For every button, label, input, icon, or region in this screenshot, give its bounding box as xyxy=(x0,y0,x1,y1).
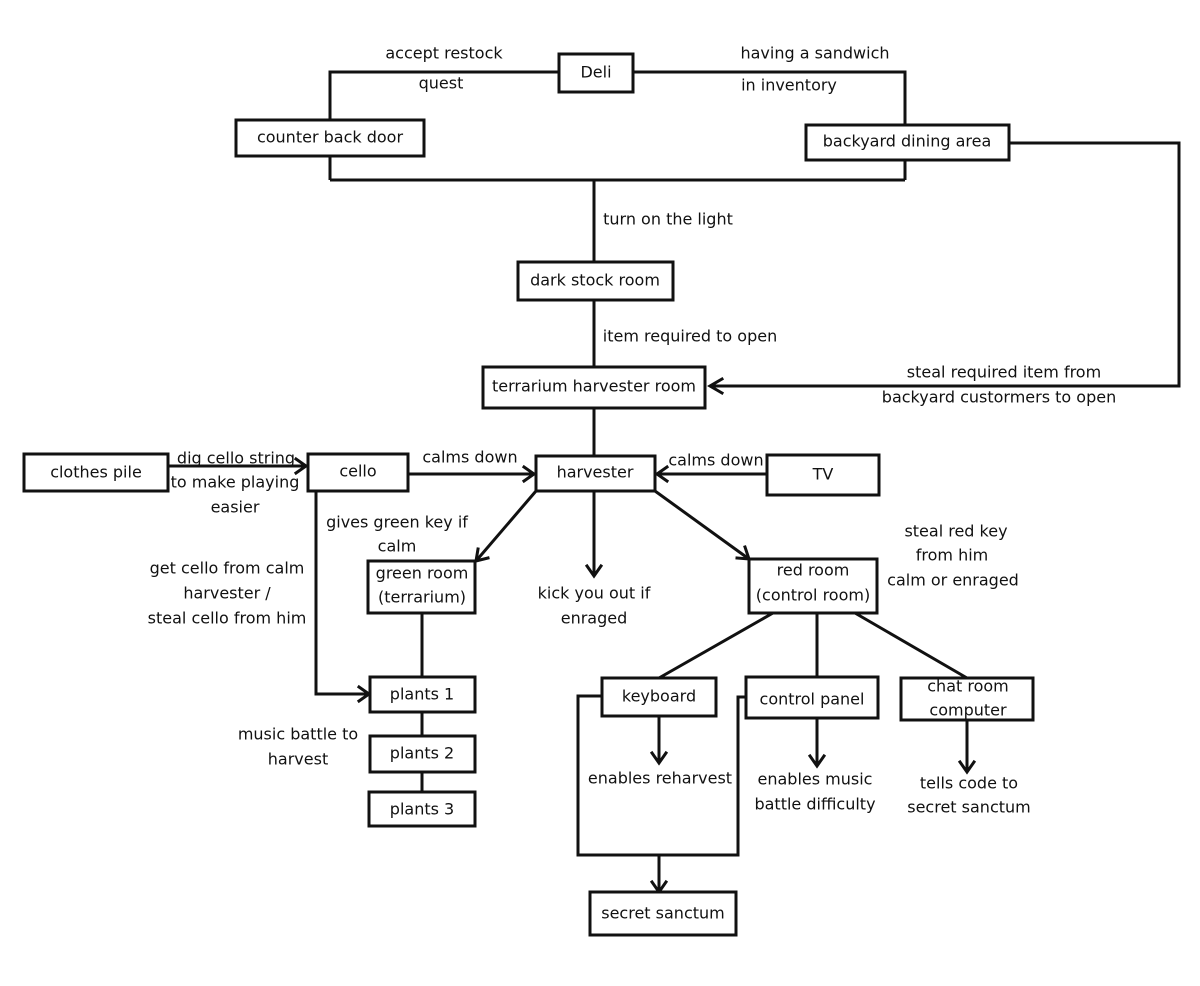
label-gives-green-key-line2: calm xyxy=(378,537,417,556)
edge-backyard-to-terrarium xyxy=(710,141,1181,388)
label-item-required: item required to open xyxy=(603,327,777,346)
node-cello: cello xyxy=(306,452,410,493)
connectors xyxy=(168,70,1181,895)
label-steal-required-line1: steal required item from xyxy=(907,363,1101,382)
node-terrarium-harvester-room: terrarium harvester room xyxy=(481,365,707,410)
node-dark-stock-room: dark stock room xyxy=(516,260,675,302)
arrowhead-keyboard xyxy=(649,750,669,766)
label-enables-music-line1: enables music xyxy=(758,770,873,789)
arrowhead-harvester-right xyxy=(654,464,670,484)
node-tv-label: TV xyxy=(812,465,834,484)
node-plants-2: plants 2 xyxy=(368,734,477,774)
label-enables-reharvest: enables reharvest xyxy=(588,769,732,788)
node-green-room-label-line1: green room xyxy=(376,564,469,583)
node-red-room-label-line1: red room xyxy=(777,561,850,580)
node-backyard-dining-area: backyard dining area xyxy=(804,123,1011,162)
edge-deli-to-backyard xyxy=(633,70,907,125)
label-dig-cello-line2: to make playing xyxy=(171,473,300,492)
node-clothes-pile: clothes pile xyxy=(22,452,170,493)
node-red-room: red room (control room) xyxy=(747,557,879,615)
edge-labels: accept restock quest having a sandwich i… xyxy=(148,44,1117,817)
node-plants-1: plants 1 xyxy=(368,675,477,714)
arrowhead-terrarium-right xyxy=(707,376,725,396)
label-steal-required-line2: backyard custormers to open xyxy=(882,388,1116,407)
node-green-room-label-line2: (terrarium) xyxy=(378,588,466,607)
label-steal-red-key-line2: from him xyxy=(916,546,989,565)
node-chat-room-computer: chat room computer xyxy=(899,676,1035,722)
node-counter-back-door-label: counter back door xyxy=(257,128,403,147)
label-get-cello-line1: get cello from calm xyxy=(150,559,305,578)
label-calms-down-cello: calms down xyxy=(422,448,517,467)
arrowhead-control-panel xyxy=(807,753,827,769)
node-clothes-pile-label: clothes pile xyxy=(50,463,142,482)
node-dark-stock-room-label: dark stock room xyxy=(530,271,660,290)
node-control-panel-label: control panel xyxy=(760,690,865,709)
arrowhead-harvester-left xyxy=(521,464,537,484)
node-keyboard: keyboard xyxy=(600,676,718,718)
label-enables-music-line2: battle difficulty xyxy=(754,795,875,814)
node-terrarium-harvester-room-label: terrarium harvester room xyxy=(492,377,696,396)
edge-red-to-keyboard xyxy=(658,611,774,680)
label-accept-restock-line1: accept restock xyxy=(385,44,503,63)
label-kick-out-line1: kick you out if xyxy=(538,584,651,603)
label-turn-on-light: turn on the light xyxy=(603,210,733,229)
arrowhead-cello-left xyxy=(293,456,309,476)
arrowhead-chat xyxy=(957,759,977,775)
label-dig-cello-line3: easier xyxy=(211,498,260,517)
node-plants-3-label: plants 3 xyxy=(390,800,454,819)
node-red-room-label-line2: (control room) xyxy=(756,586,870,605)
edge-deli-to-counter xyxy=(328,70,559,120)
label-kick-out-line2: enraged xyxy=(561,609,628,628)
node-tv: TV xyxy=(765,453,881,497)
label-steal-red-key-line1: steal red key xyxy=(904,522,1007,541)
edge-harvester-to-green xyxy=(474,490,538,562)
label-calms-down-tv: calms down xyxy=(668,451,763,470)
node-chat-room-computer-label-line2: computer xyxy=(929,701,1007,720)
node-plants-2-label: plants 2 xyxy=(390,744,454,763)
label-music-battle-line1: music battle to xyxy=(238,725,358,744)
label-sandwich-line1: having a sandwich xyxy=(740,44,889,63)
edge-cello-to-plants1 xyxy=(314,491,369,696)
node-secret-sanctum-label: secret sanctum xyxy=(601,904,724,923)
nodes: Deli counter back door backyard dining a… xyxy=(22,52,1035,937)
node-secret-sanctum: secret sanctum xyxy=(588,890,738,937)
node-chat-room-computer-label-line1: chat room xyxy=(927,677,1009,696)
label-sandwich-line2: in inventory xyxy=(741,76,837,95)
label-tells-code-line1: tells code to xyxy=(920,774,1018,793)
arrowhead-kickout xyxy=(584,563,604,579)
node-green-room: green room (terrarium) xyxy=(366,559,477,615)
label-tells-code-line2: secret sanctum xyxy=(907,798,1030,817)
label-get-cello-line3: steal cello from him xyxy=(148,609,307,628)
edge-harvester-to-red xyxy=(654,489,750,561)
label-accept-restock-line2: quest xyxy=(419,74,464,93)
label-get-cello-line2: harvester / xyxy=(183,584,271,603)
node-counter-back-door: counter back door xyxy=(234,118,426,158)
label-gives-green-key-line1: gives green key if xyxy=(326,513,468,532)
node-cello-label: cello xyxy=(339,462,376,481)
label-music-battle-line2: harvest xyxy=(268,750,328,769)
node-deli-label: Deli xyxy=(580,63,611,82)
edge-red-to-chat xyxy=(854,611,968,680)
node-backyard-dining-area-label: backyard dining area xyxy=(823,132,992,151)
node-harvester: harvester xyxy=(534,454,657,493)
node-plants-1-label: plants 1 xyxy=(390,685,454,704)
label-steal-red-key-line3: calm or enraged xyxy=(887,571,1019,590)
node-keyboard-label: keyboard xyxy=(622,687,696,706)
node-plants-3: plants 3 xyxy=(367,790,477,828)
node-control-panel: control panel xyxy=(744,675,880,720)
node-deli: Deli xyxy=(557,52,635,94)
label-dig-cello-line1: dig cello string xyxy=(177,449,295,468)
node-harvester-label: harvester xyxy=(557,463,634,482)
